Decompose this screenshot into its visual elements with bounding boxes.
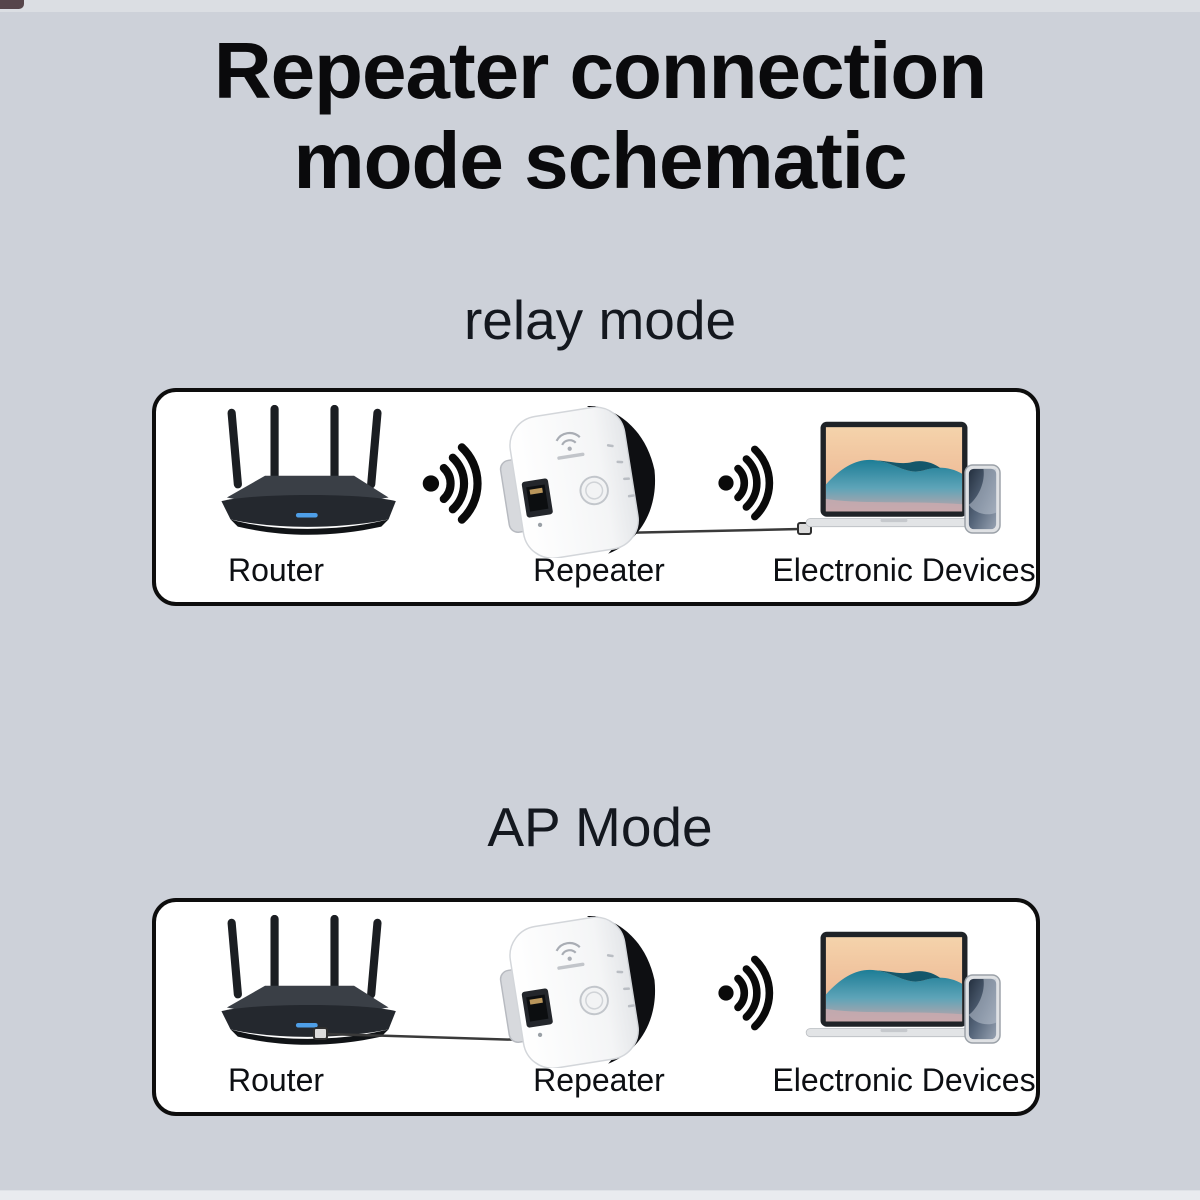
phone-image [964,464,1001,534]
relay-mode-panel: Router Repeater Electronic Devices [152,388,1040,606]
phone-image [964,974,1001,1044]
repeater-label: Repeater [533,552,665,588]
laptop-image [804,420,984,532]
router-label: Router [227,552,325,588]
relay-mode-heading: relay mode [463,289,737,351]
ap-mode-panel: Router Repeater Electronic Devices [152,898,1040,1116]
laptop-image [804,930,984,1042]
page-title-line2: mode schematic [293,116,908,206]
corner-artifact [0,0,24,9]
router-label: Router [227,1062,325,1098]
repeater-image [498,406,666,558]
electronic-devices-label: Electronic Devices [772,1062,1036,1098]
bottom-strip [0,1190,1200,1200]
top-light-strip [0,0,1200,12]
wifi-signal-icon [714,948,794,1038]
wifi-signal-icon [714,438,794,528]
repeater-image [498,916,666,1068]
repeater-label: Repeater [533,1062,665,1098]
page-title-line1: Repeater connection [213,26,987,115]
ap-mode-heading: AP Mode [487,796,713,858]
electronic-devices-label: Electronic Devices [772,552,1036,588]
